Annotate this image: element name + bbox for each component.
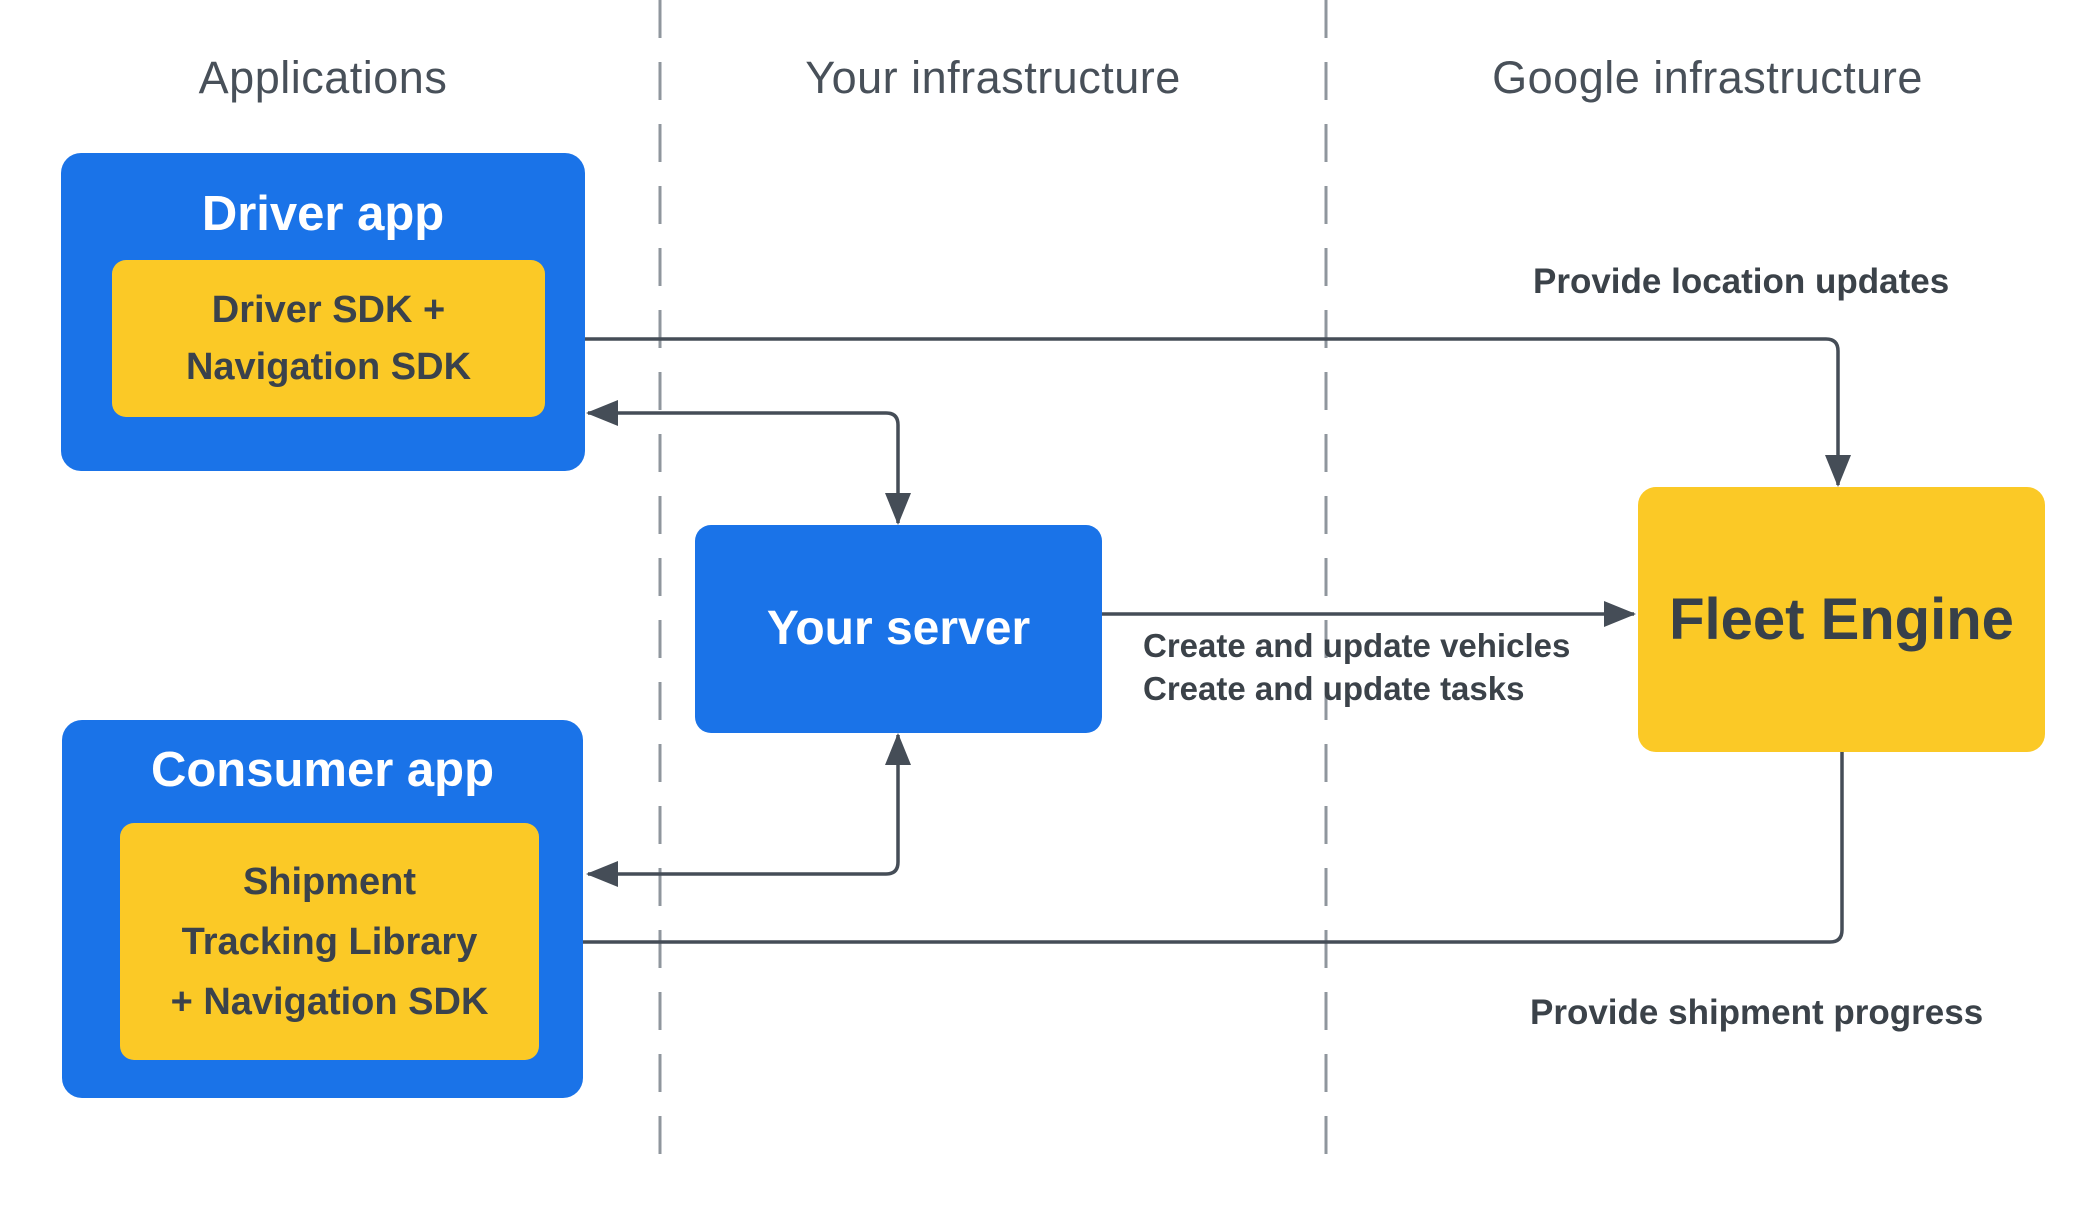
edge-label-provide-location-updates: Provide location updates (1533, 262, 1950, 301)
consumer-sdk-line-2: Tracking Library (181, 920, 478, 963)
driver-sdk-box (112, 260, 545, 417)
driver-sdk-line-1: Driver SDK + (211, 288, 446, 331)
edge-driver-sdk-fleet-engine (546, 326, 1851, 487)
edge-fleet-engine-consumer-sdk (542, 752, 1844, 955)
driver-sdk-line-2: Navigation SDK (185, 345, 472, 388)
your-server-box (695, 525, 1102, 733)
consumer-sdk-line-3: + Navigation SDK (170, 980, 489, 1023)
shipment-tracking-library-box (120, 823, 539, 1060)
column-header-google-infrastructure: Google infrastructure (1492, 52, 1923, 103)
fleet-engine-box (1638, 487, 2045, 752)
driver-app-title: Driver app (201, 187, 445, 241)
edge-label-create-tasks: Create and update tasks (1143, 670, 1525, 707)
edge-your-server-consumer-app (586, 733, 911, 887)
edge-label-create-vehicles: Create and update vehicles (1143, 627, 1571, 664)
edge-driver-app-your-server (586, 400, 911, 525)
edge-label-provide-shipment-progress: Provide shipment progress (1530, 993, 1984, 1032)
consumer-app-title: Consumer app (150, 743, 495, 797)
column-header-your-infrastructure: Your infrastructure (805, 52, 1181, 103)
edge-label-create-update: Create and update vehicles Create and up… (1143, 624, 1570, 710)
fleet-engine-title: Fleet Engine (1669, 587, 2014, 652)
driver-sdk-label: Driver SDK + Navigation SDK (112, 260, 545, 417)
consumer-sdk-line-1: Shipment (242, 860, 417, 903)
column-header-applications: Applications (198, 52, 448, 103)
your-server-title: Your server (766, 602, 1031, 655)
shipment-tracking-library-label: Shipment Tracking Library + Navigation S… (120, 823, 539, 1060)
